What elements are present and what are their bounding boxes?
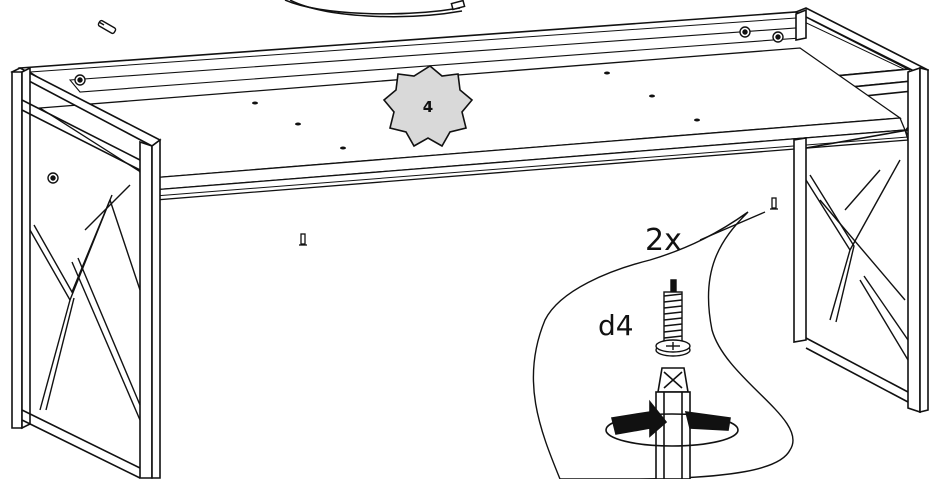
cam-lock-holes	[47, 26, 915, 184]
quantity-label: 2x	[645, 223, 682, 258]
clockwise-arrow-icon	[605, 399, 739, 447]
screw-size-label: d4	[598, 309, 634, 342]
screwdriver-bit-icon	[655, 367, 691, 479]
starburst-badge-icon	[382, 65, 474, 148]
right-frame	[793, 7, 929, 414]
screw-position-markers	[299, 197, 778, 246]
step-badge: 4	[382, 65, 474, 148]
right-frame-lattice	[805, 159, 909, 361]
cable-top	[284, 0, 466, 18]
left-frame	[10, 66, 162, 479]
left-frame-lattice	[29, 184, 141, 421]
leader-line	[699, 211, 766, 241]
dowel-pin-icon	[97, 19, 117, 35]
wood-screw-icon	[655, 279, 691, 357]
step-number: 4	[423, 98, 433, 116]
